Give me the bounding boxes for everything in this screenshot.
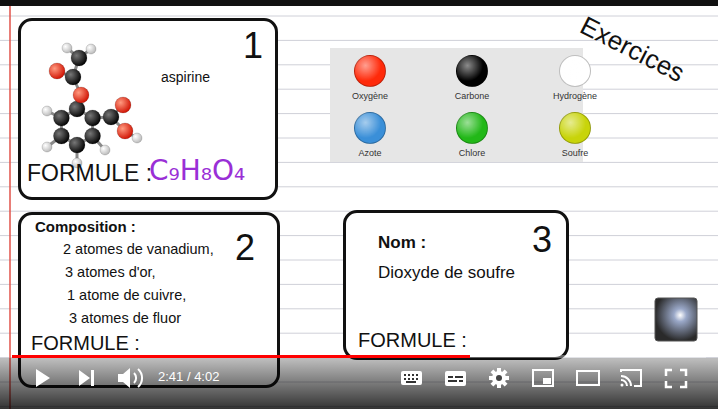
exercise-card: 2 Composition : 2 atomes de vanadium, 3 ato… bbox=[18, 212, 280, 388]
color-legend: OxygèneCarboneHydrogèneAzoteChloreSoufre bbox=[330, 48, 583, 162]
ruled-line bbox=[0, 406, 718, 407]
atom bbox=[117, 123, 133, 139]
ruled-line bbox=[0, 16, 718, 17]
legend-item: Hydrogène bbox=[535, 55, 615, 111]
composition-line: 3 atomes de fluor bbox=[69, 310, 181, 327]
molecule-illustration bbox=[21, 21, 151, 171]
formula-label: FORMULE : bbox=[358, 329, 467, 352]
atom bbox=[65, 69, 81, 85]
color-swatch bbox=[456, 55, 488, 87]
legend-item: Azote bbox=[330, 112, 410, 168]
color-swatch bbox=[354, 112, 386, 144]
composition-line: 2 atomes de vanadium, bbox=[63, 241, 214, 258]
atom bbox=[85, 128, 101, 144]
formula-label: FORMULE : bbox=[27, 160, 152, 186]
exercise-card: 3 Nom : Dioxyde de soufreFORMULE : bbox=[343, 210, 569, 360]
atom bbox=[69, 101, 85, 117]
atom bbox=[69, 137, 85, 153]
legend-item: Chlore bbox=[432, 112, 512, 168]
composition-line: 1 atome de cuivre, bbox=[67, 287, 186, 304]
atom bbox=[53, 128, 69, 144]
atom bbox=[86, 44, 96, 54]
atom bbox=[100, 145, 110, 155]
legend-item: Oxygène bbox=[330, 55, 410, 111]
legend-label: Chlore bbox=[432, 148, 512, 158]
legend-label: Carbone bbox=[432, 91, 512, 101]
color-swatch bbox=[559, 55, 591, 87]
color-swatch bbox=[559, 112, 591, 144]
legend-label: Oxygène bbox=[330, 91, 410, 101]
callout-number: 2 bbox=[235, 227, 255, 268]
callout-number: 3 bbox=[532, 219, 552, 260]
atom bbox=[132, 133, 142, 143]
legend-item: Soufre bbox=[535, 112, 615, 168]
color-swatch bbox=[354, 55, 386, 87]
compound-name: Dioxyde de soufre bbox=[378, 263, 515, 283]
callout-number: 1 bbox=[243, 25, 263, 66]
legend-label: Azote bbox=[330, 148, 410, 158]
legend-item: Carbone bbox=[432, 55, 512, 111]
atom bbox=[73, 87, 89, 103]
section-heading: Nom : bbox=[378, 233, 426, 253]
color-swatch bbox=[456, 112, 488, 144]
legend-label: Hydrogène bbox=[535, 91, 615, 101]
composition-line: 3 atomes d'or, bbox=[65, 264, 156, 281]
atom bbox=[103, 109, 119, 125]
formula-label: FORMULE : bbox=[31, 332, 140, 355]
atom bbox=[42, 106, 52, 116]
atom bbox=[53, 110, 69, 126]
atom bbox=[71, 50, 87, 66]
molecule-name: aspirine bbox=[161, 69, 210, 85]
section-heading: Composition : bbox=[35, 218, 136, 235]
atom bbox=[49, 63, 65, 79]
exercise-card: 1 aspirineFORMULE :C₉H₈O₄ bbox=[18, 18, 278, 200]
chemical-formula: C₉H₈O₄ bbox=[149, 155, 245, 187]
atom bbox=[62, 43, 72, 53]
atom bbox=[115, 97, 131, 113]
atom bbox=[42, 142, 52, 152]
legend-label: Soufre bbox=[535, 148, 615, 158]
atom bbox=[85, 110, 101, 126]
